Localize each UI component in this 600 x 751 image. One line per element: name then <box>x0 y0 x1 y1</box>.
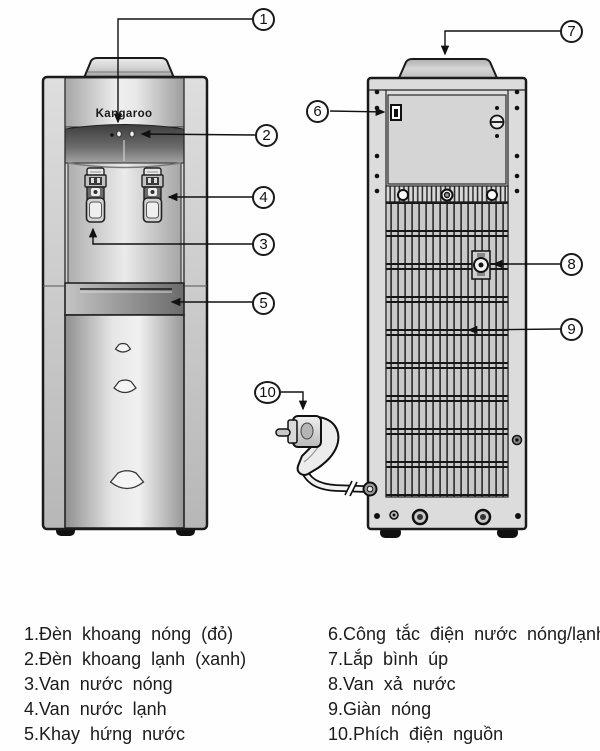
leader-10 <box>281 391 308 411</box>
cold-water-tap <box>141 167 164 223</box>
callout-lines <box>88 18 562 411</box>
callout-8: 8 <box>560 253 583 276</box>
legend-item-10: 10.Phích điện nguồn <box>328 724 504 744</box>
cabinet-emblem-large <box>109 470 145 490</box>
bottle-collar <box>397 58 499 79</box>
power-cord <box>299 463 378 498</box>
cabinet-emblem-medium <box>113 379 137 394</box>
legend-item-1: 1.Đèn khoang nóng (đỏ) <box>24 624 234 644</box>
callout-5: 5 <box>252 292 275 315</box>
hot-indicator-light <box>110 133 114 137</box>
callout-4: 4 <box>252 186 275 209</box>
callout-3: 3 <box>252 233 275 256</box>
legend-item-2: 2.Đèn khoang lạnh (xanh) <box>24 649 247 669</box>
front-view: Kangaroo <box>41 57 209 536</box>
legend-left-column: 1.Đèn khoang nóng (đỏ) 2.Đèn khoang lạnh… <box>24 622 246 747</box>
legend-item-4: 4.Van nước lạnh <box>24 699 167 719</box>
back-view <box>275 58 528 538</box>
upper-back-panel <box>387 94 507 185</box>
callout-10: 10 <box>254 381 281 404</box>
leader-1 <box>113 18 253 124</box>
legend-item-6: 6.Công tắc điện nước nóng/lạnh <box>328 624 600 644</box>
callout-6: 6 <box>306 100 329 123</box>
bottom-bolts <box>374 508 521 526</box>
cord-break-mark <box>344 479 357 498</box>
mount-hole-right <box>486 189 498 201</box>
legend-item-3: 3.Van nước nóng <box>24 674 173 694</box>
callout-2: 2 <box>255 124 278 147</box>
legend-item-8: 8.Van xả nước <box>328 674 456 694</box>
plug-pin <box>275 428 291 437</box>
cabinet-emblem-small <box>114 342 132 353</box>
hot-water-tap <box>84 167 107 223</box>
callout-7: 7 <box>560 20 583 43</box>
drip-tray-band <box>64 282 185 316</box>
leader-3 <box>88 227 253 245</box>
legend-item-9: 9.Giàn nóng <box>328 699 432 719</box>
drain-valve <box>471 250 491 280</box>
callout-9: 9 <box>560 318 583 341</box>
brand-text: Kangaroo <box>96 108 153 120</box>
hot-indicator-lens <box>116 130 122 138</box>
legend-item-5: 5.Khay hứng nước <box>24 724 185 744</box>
top-lid <box>82 57 176 79</box>
power-plug <box>275 415 340 476</box>
leader-9 <box>467 325 562 335</box>
cold-indicator-lens <box>129 130 135 138</box>
side-ring-screw <box>511 434 523 446</box>
thermostat-screw <box>489 106 505 138</box>
frame-screws <box>374 89 520 194</box>
callout-1: 1 <box>252 8 275 31</box>
power-switch <box>390 104 402 121</box>
legend-item-7: 7.Lắp bình úp <box>328 649 449 669</box>
leader-2 <box>140 129 257 139</box>
leader-6 <box>329 107 386 117</box>
leader-7 <box>440 30 561 56</box>
mount-hole-left <box>397 189 409 201</box>
legend-right-column: 6.Công tắc điện nước nóng/lạnh 7.Lắp bìn… <box>328 622 600 747</box>
